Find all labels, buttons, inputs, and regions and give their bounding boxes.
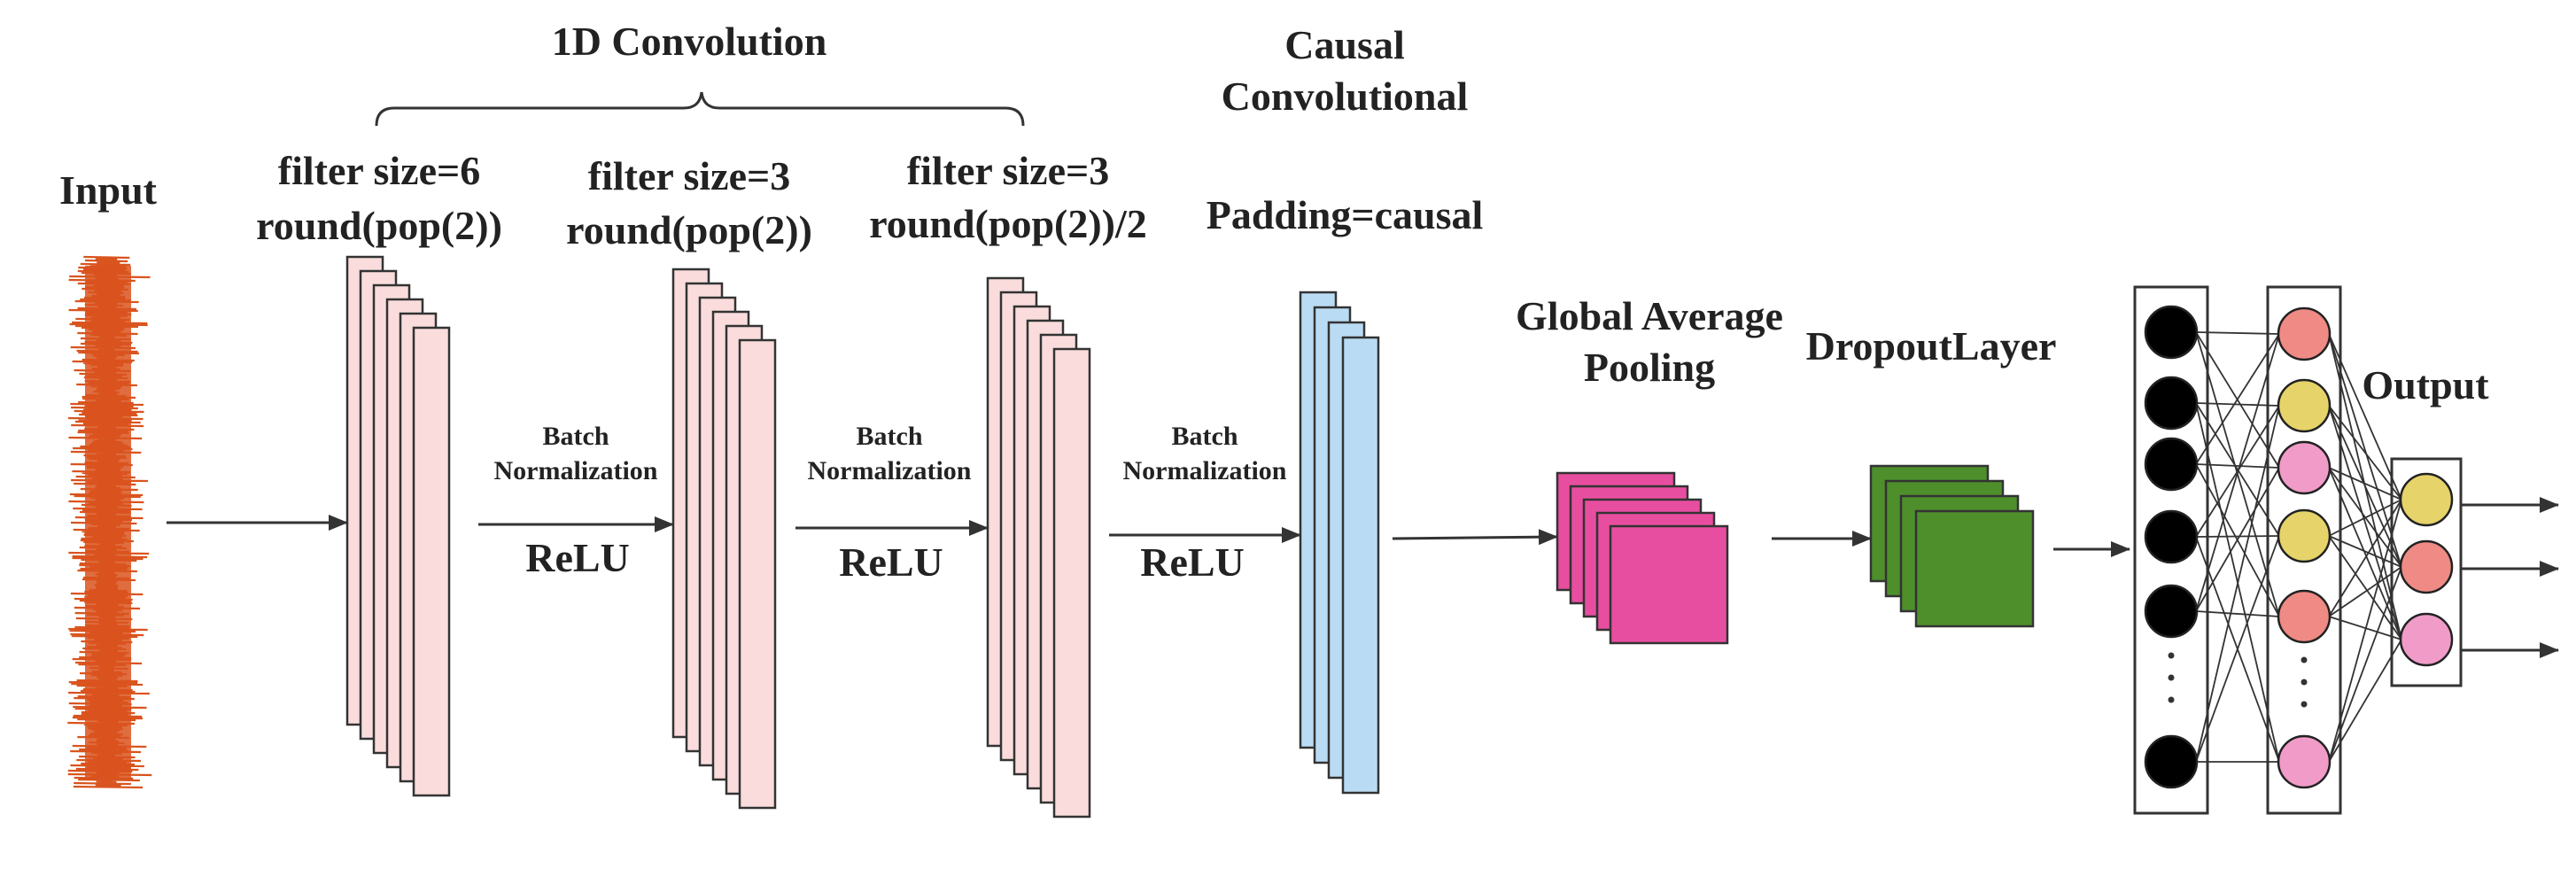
causal-label-line1: Causal	[1284, 22, 1404, 67]
gap-label-line1: Global Average	[1516, 293, 1783, 338]
dense-connections	[2195, 331, 2402, 763]
dense1-neuron	[2144, 584, 2199, 639]
ellipsis-dot	[2301, 679, 2308, 686]
bn1-label-line1: Batch	[543, 422, 609, 451]
input-label: Input	[59, 167, 158, 213]
conv1-filter-count: round(pop(2))	[256, 203, 502, 248]
connection-l2-out	[2328, 467, 2402, 500]
causal-map-4	[1341, 336, 1380, 795]
output-neuron	[2399, 539, 2454, 594]
conv3-feature-maps	[986, 276, 1091, 819]
relu3-label: ReLU	[1140, 539, 1245, 585]
bn3-label-line1: Batch	[1172, 422, 1238, 451]
bn2-label-line2: Normalization	[808, 456, 972, 485]
connection-l1-l2	[2195, 535, 2280, 763]
ellipsis-dot	[2168, 652, 2175, 659]
connection-l2-out	[2328, 499, 2402, 617]
dense2-neuron	[2277, 440, 2332, 495]
connection-l1-l2	[2195, 535, 2280, 538]
dense2-neuron	[2277, 734, 2332, 789]
causal-label-line2: Convolutional	[1222, 74, 1469, 119]
conv3-filter-size: filter size=3	[907, 148, 1109, 193]
connection-l2-out	[2328, 639, 2402, 763]
conv3-filter-count: round(pop(2))/2	[869, 201, 1147, 246]
connection-l2-out	[2328, 333, 2402, 500]
connection-l1-l2	[2195, 331, 2280, 335]
connection-l1-l2	[2195, 402, 2280, 537]
dropout-label: DropoutLayer	[1806, 323, 2057, 369]
ellipsis-dot	[2301, 656, 2308, 663]
connection-l1-l2	[2195, 610, 2280, 617]
relu1-label: ReLU	[525, 535, 630, 580]
connection-l2-out	[2328, 535, 2402, 640]
connection-l1-l2	[2195, 333, 2280, 612]
conv1-filter-size: filter size=6	[278, 148, 480, 193]
global-average-pooling-maps	[1556, 471, 1729, 645]
dense2-neuron	[2277, 589, 2332, 644]
bn2-label-line1: Batch	[857, 422, 923, 451]
dense1-neuron	[2144, 509, 2199, 564]
connection-l2-out	[2328, 405, 2402, 568]
causal-conv-feature-maps	[1299, 291, 1380, 795]
connection-l2-out	[2328, 566, 2402, 763]
dense1-neuron	[2144, 734, 2199, 789]
dense1-neuron	[2144, 305, 2199, 360]
conv2-map-6	[738, 338, 777, 810]
conv3-map-6	[1052, 347, 1091, 819]
dense2-neuron	[2277, 508, 2332, 563]
pool-map-5	[1609, 524, 1729, 645]
ellipsis-dot	[2301, 701, 2308, 708]
conv2-feature-maps	[671, 268, 777, 810]
dropout-layer-maps	[1869, 464, 2035, 628]
connection-l2-out	[2328, 566, 2402, 617]
output-label: Output	[2362, 362, 2489, 407]
ellipsis-dot	[2168, 696, 2175, 703]
connection-l1-l2	[2195, 405, 2280, 763]
connection-l2-out	[2328, 467, 2402, 640]
connection-l1-l2	[2195, 333, 2280, 465]
dense2-neuron	[2277, 378, 2332, 433]
input-signal-waveform	[67, 255, 152, 789]
output-neuron	[2399, 612, 2454, 667]
connection-l2-out	[2328, 333, 2402, 568]
relu2-label: ReLU	[839, 539, 943, 585]
ellipsis-dot	[2168, 674, 2175, 681]
conv1-map-6	[412, 326, 451, 797]
conv1d-group-label: 1D Convolution	[552, 19, 827, 64]
connection-l2-out	[2328, 405, 2402, 500]
dense1-neuron	[2144, 437, 2199, 492]
gap-label-line2: Pooling	[1584, 345, 1715, 390]
connection-l2-out	[2328, 499, 2402, 763]
conv2-filter-size: filter size=3	[588, 153, 790, 198]
bn3-label-line2: Normalization	[1123, 456, 1287, 485]
conv1-feature-maps	[345, 255, 451, 797]
dense1-neuron	[2144, 376, 2199, 431]
bn1-label-line2: Normalization	[494, 456, 658, 485]
connection-l1-l2	[2195, 467, 2280, 612]
dense-neurons	[2144, 305, 2454, 789]
dropout-map-4	[1914, 509, 2035, 628]
connection-l2-out	[2328, 499, 2402, 537]
connection-l2-out	[2328, 535, 2402, 568]
output-neuron	[2399, 472, 2454, 527]
dense2-neuron	[2277, 306, 2332, 361]
signal-core	[85, 266, 131, 780]
causal-padding-label: Padding=causal	[1207, 192, 1484, 237]
conv2-filter-count: round(pop(2))	[566, 207, 812, 252]
conv1d-group-brace	[375, 91, 1025, 127]
connection-l1-l2	[2195, 402, 2280, 407]
arrow-causal-to-pooling	[1392, 529, 1558, 546]
